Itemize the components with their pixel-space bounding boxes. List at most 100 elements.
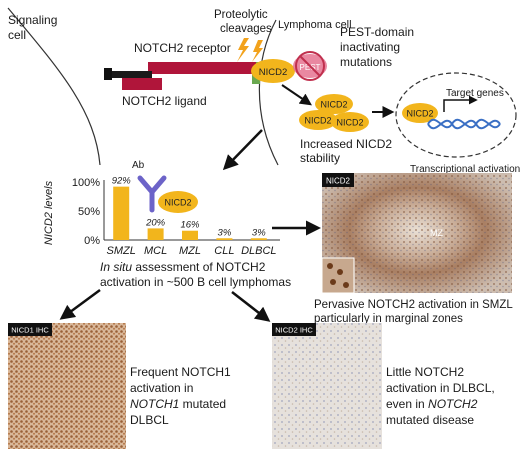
nicd2-nucleus-label: NICD2 xyxy=(406,109,433,119)
notch1-text-3: NOTCH1 mutated xyxy=(130,397,226,411)
notch2-ligand-bar xyxy=(108,71,152,78)
smzl-tag-box xyxy=(322,173,354,187)
chart-data-label: 16% xyxy=(180,220,200,231)
nicd2-membrane-blob xyxy=(251,59,295,83)
pest-mutations-label: PEST-domain xyxy=(340,25,414,39)
dna-helix-strand xyxy=(427,118,501,129)
pest-on-blob-label: PEST xyxy=(300,63,321,72)
notch2-ligand-label: NOTCH2 ligand xyxy=(122,94,207,108)
notch1-mutated: mutated xyxy=(179,397,226,411)
notch2-receptor-label: NOTCH2 receptor xyxy=(134,41,231,55)
chart-x-tick-label: DLBCL xyxy=(241,245,276,257)
inset-cell-4 xyxy=(343,282,349,288)
inset-cell xyxy=(327,263,333,269)
prohibition-icon xyxy=(295,51,325,81)
nicd2-nucleus-blob xyxy=(402,103,438,123)
antibody-label: Ab xyxy=(132,160,145,171)
pest-mutations-label-3: mutations xyxy=(340,55,392,69)
nicd2-cluster-label-3: NICD2 xyxy=(336,118,363,128)
smzl-tag: NICD2 xyxy=(326,177,351,186)
signaling-cell-label-2: cell xyxy=(8,28,26,42)
cleavage-bolt-icon xyxy=(237,38,249,62)
signaling-cell-label: Signaling xyxy=(8,13,57,27)
proteolytic-label: Proteolytic xyxy=(214,9,268,21)
chart-bar-dlbcl xyxy=(250,238,267,240)
nicd2-antibody-label: NICD2 xyxy=(164,198,191,208)
chart-y-tick-label: 50% xyxy=(78,206,100,218)
notch1-gene: NOTCH1 xyxy=(130,397,179,411)
increased-stability-label-2: stability xyxy=(300,151,340,165)
chart-data-label: 3% xyxy=(218,227,232,238)
assessment-caption: In situ assessment of NOTCH2 xyxy=(100,260,266,274)
notch2-tag-box xyxy=(272,323,316,336)
chart-y-tick-label: 0% xyxy=(84,235,100,247)
mz-label: MZ xyxy=(430,228,443,238)
receptor-stem xyxy=(252,74,260,84)
notch2-gene: NOTCH2 xyxy=(428,397,478,411)
chart-bar-mzl xyxy=(182,230,198,240)
notch1-text: Frequent NOTCH1 xyxy=(130,365,231,379)
notch1-tag-box xyxy=(8,323,52,336)
chart-y-axis-label: NICD2 levels xyxy=(43,180,55,245)
dna-helix-strand-2 xyxy=(427,119,501,130)
arrow-to-notch1-panel xyxy=(59,288,101,320)
ligand-end xyxy=(104,68,112,80)
chart-data-label: 20% xyxy=(145,217,166,228)
chart-x-tick-label: CLL xyxy=(214,245,234,257)
prohibition-slash xyxy=(299,55,321,77)
lymphoma-cell-label: Lymphoma cell xyxy=(278,19,352,31)
smzl-text-2: particularly in marginal zones xyxy=(314,313,463,325)
chart-bar-smzl xyxy=(113,186,130,240)
arrow-to-cluster xyxy=(281,84,312,106)
notch1-tag: NICD1 IHC xyxy=(11,326,49,335)
chart-x-tick-label: SMZL xyxy=(107,245,136,257)
notch2-text: Little NOTCH2 xyxy=(386,365,464,379)
caption-line1-rest: assessment of NOTCH2 xyxy=(132,260,266,274)
target-genes-arrow xyxy=(443,95,478,112)
arrow-to-notch2-panel xyxy=(231,291,271,322)
notch1-text-2: activation in xyxy=(130,381,193,395)
chart-bar-cll xyxy=(216,238,233,240)
notch2-text-4: mutated disease xyxy=(386,413,474,427)
transcriptional-activation-label: Transcriptional activation xyxy=(410,164,520,175)
ligand-stem xyxy=(122,78,162,90)
nicd2-cluster-blob-2 xyxy=(299,110,337,130)
signaling-cell-membrane xyxy=(7,7,101,166)
notch2-ihc-texture xyxy=(272,323,382,449)
antibody-icon xyxy=(137,175,167,213)
antibody-group: Ab NICD2 xyxy=(132,160,198,213)
notch1-ihc-texture xyxy=(8,323,126,449)
nicd2-cluster-label: NICD2 xyxy=(320,100,347,110)
lymphoma-cell-membrane xyxy=(258,19,279,166)
chart-data-label: 3% xyxy=(252,227,266,238)
nucleus xyxy=(395,72,517,158)
chart-x-tick-label: MZL xyxy=(179,245,201,257)
target-genes-label: Target genes xyxy=(446,88,504,99)
chart-bar-mcl xyxy=(147,228,164,240)
notch1-text-4: DLBCL xyxy=(130,413,169,427)
nicd2-label-membrane: NICD2 xyxy=(259,67,288,78)
notch2-receptor-bar xyxy=(148,62,256,74)
proteolytic-label-2: cleavages xyxy=(220,23,272,35)
chart-data-label: 92% xyxy=(112,176,132,187)
assessment-caption-2: activation in ~500 B cell lymphomas xyxy=(100,275,291,289)
notch1-panel: NICD1 IHC Frequent NOTCH1 activation in … xyxy=(8,323,231,449)
notch2-text-3: even in NOTCH2 xyxy=(386,397,478,411)
nicd2-antibody-blob xyxy=(158,191,198,213)
inset-cell-2 xyxy=(337,269,343,275)
smzl-inset xyxy=(321,257,355,294)
smzl-text: Pervasive NOTCH2 activation in SMZL xyxy=(314,299,513,311)
notch2-panel: NICD2 IHC Little NOTCH2 activation in DL… xyxy=(272,323,495,449)
nicd2-cluster-label-2: NICD2 xyxy=(304,116,331,126)
arrow-to-antibody xyxy=(222,129,263,171)
notch2-tag: NICD2 IHC xyxy=(275,326,313,335)
nicd2-cluster-blob xyxy=(315,94,353,114)
nicd2-cluster-blob-3 xyxy=(331,112,369,132)
caption-in-situ: In situ xyxy=(100,260,132,274)
smzl-panel: NICD2 MZ Pervasive NOTCH2 activation in … xyxy=(314,173,513,325)
top-panel: Signaling cell Lymphoma cell Proteolytic… xyxy=(7,7,520,175)
notch2-text-2: activation in DLBCL, xyxy=(386,381,495,395)
